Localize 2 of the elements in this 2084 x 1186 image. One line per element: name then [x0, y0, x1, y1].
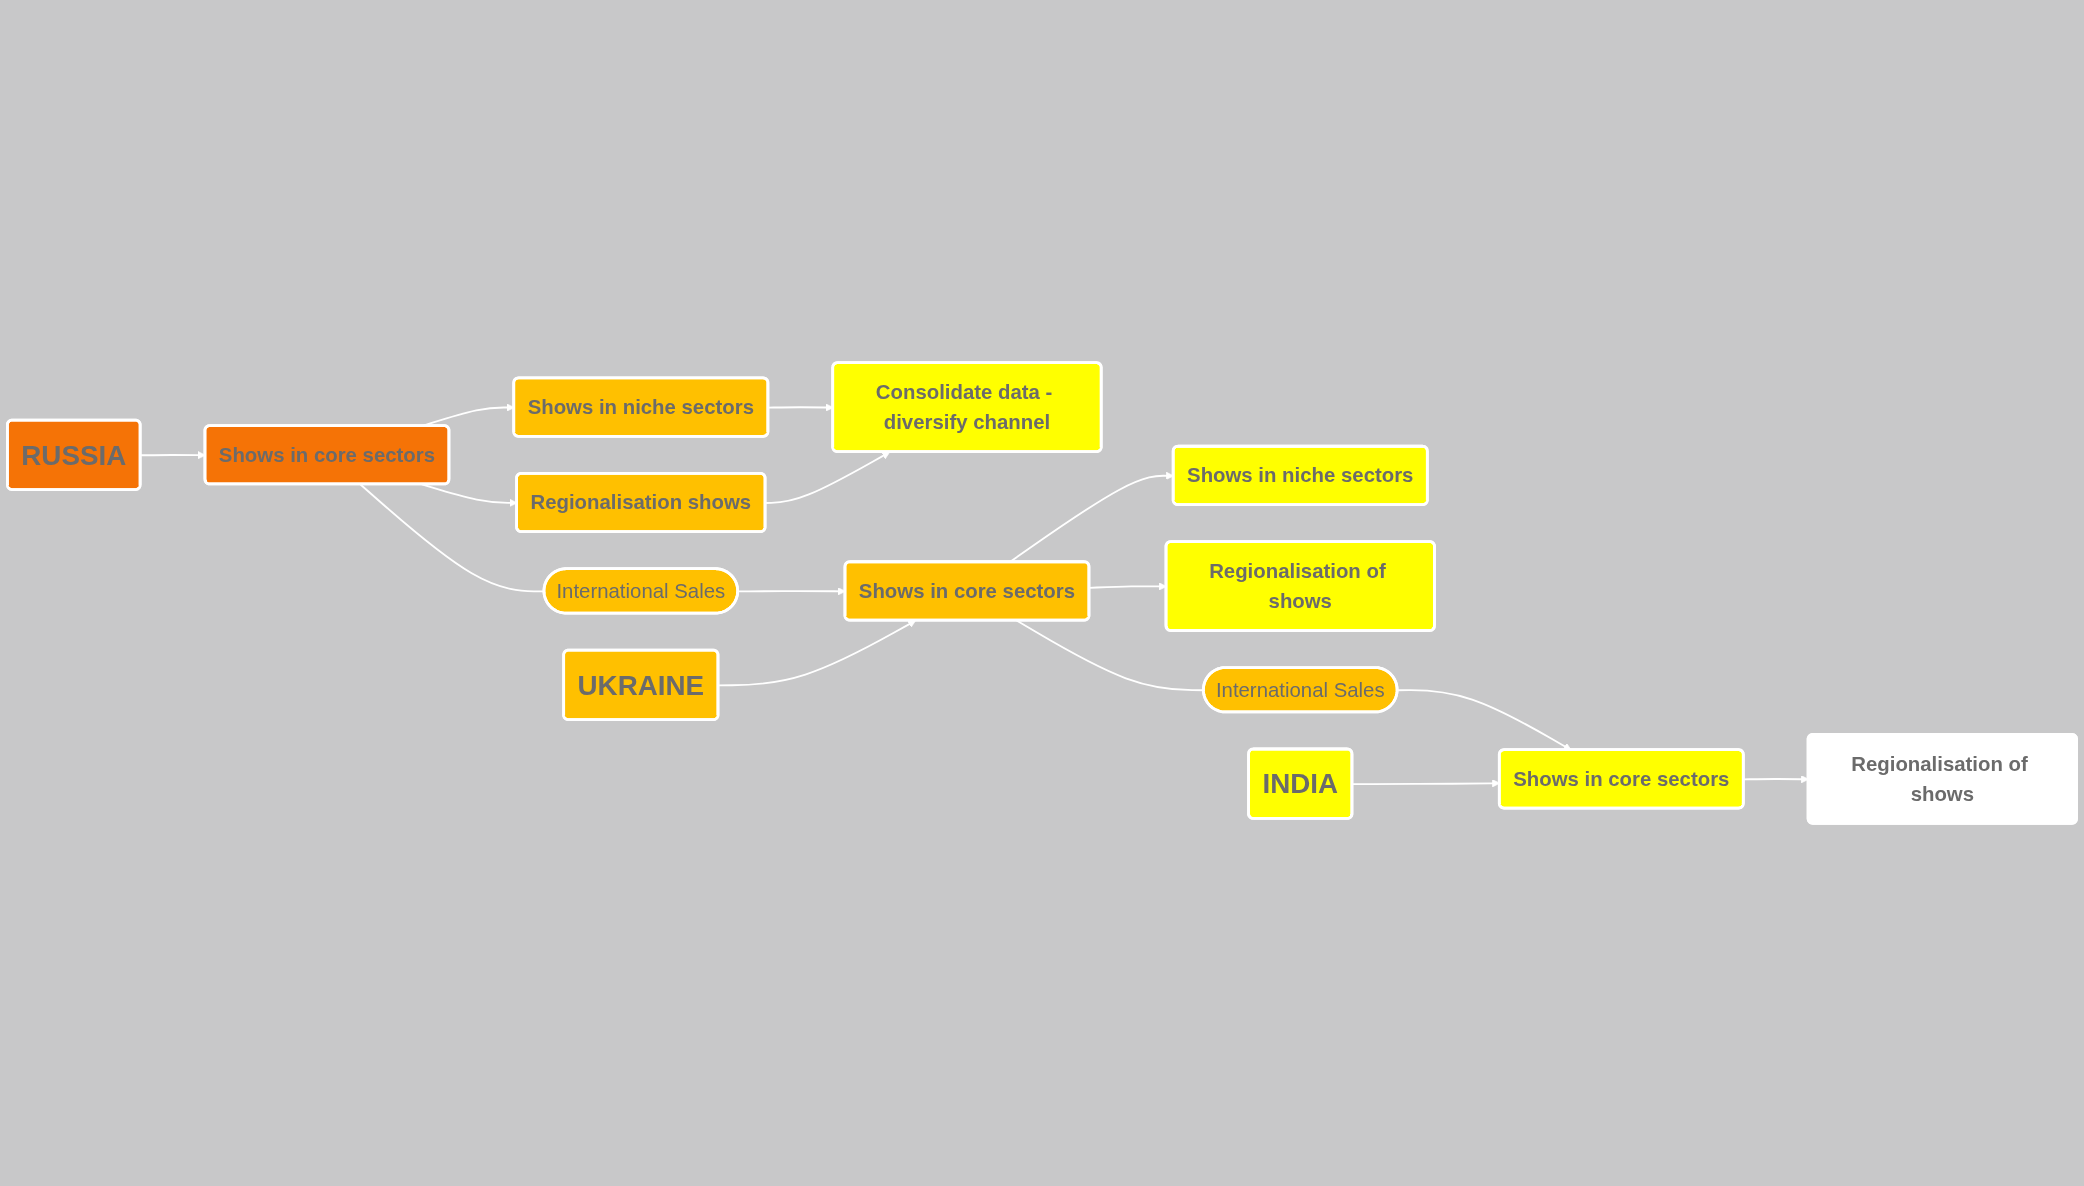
arrow: [717, 620, 917, 687]
arrow: [1088, 582, 1167, 591]
